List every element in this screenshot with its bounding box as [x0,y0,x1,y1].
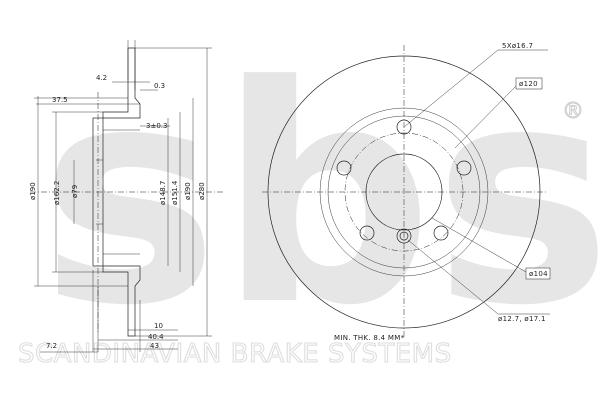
dim-d280: ø280 [198,182,206,200]
bolt-hole-4 [359,225,375,241]
dim-d162-2: ø162.2 [53,181,61,205]
dim-flange-thickness: 4.2 [96,74,107,82]
label-min-thickness: MIN. THK. 8.4 MM* [334,334,405,342]
label-center-bore-box [525,267,551,280]
dim-thickness: 10 [154,322,163,330]
bolt-hole-1 [396,119,412,135]
dim-height-43: 43 [150,342,159,350]
dim-recess: 3±0.3 [146,122,167,130]
leader-bolt-pattern [403,49,499,128]
bolt-hole-3 [433,225,449,241]
label-pcd-box [515,77,543,90]
bolt-hole-5 [336,160,352,176]
disc-profile-lower [102,265,141,337]
dim-edge-7-2: 7.2 [46,342,57,350]
bolt-hole-2 [456,160,472,176]
watermark-registered-mark: ® [562,99,584,124]
leader-small-holes [407,239,499,315]
disc-outer-circle [267,55,541,329]
center-bore-circle [365,153,443,231]
dim-d79: ø79 [71,185,79,198]
dim-d151-4: ø151.4 [171,180,179,205]
label-pcd: ø120 [519,80,538,88]
dim-hub-offset: 37.5 [52,96,68,104]
label-small-holes: ø12.7, ø17.1 [498,315,546,323]
friction-ring-inner [319,107,489,277]
pilot-hole-inner [399,231,409,241]
dim-offset: 0.3 [154,82,165,90]
hat-outer-circle [327,115,481,269]
leader-pcd [454,85,517,149]
bolt-circle-pcd [344,132,464,252]
dim-d190-right: ø190 [184,182,192,200]
pilot-hole-outer [396,228,412,244]
label-bolt-pattern: 5Xø16.7 [502,42,533,50]
label-center-bore: ø104 [529,270,548,278]
dim-d148-7: ø148.7 [159,181,167,205]
leader-center-bore [431,217,527,273]
watermark-tagline: SCANDINAVIAN BRAKE SYSTEMS [18,339,452,369]
dim-d190-left: ø190 [29,182,37,200]
dim-height-40-4: 40.4 [148,333,164,341]
